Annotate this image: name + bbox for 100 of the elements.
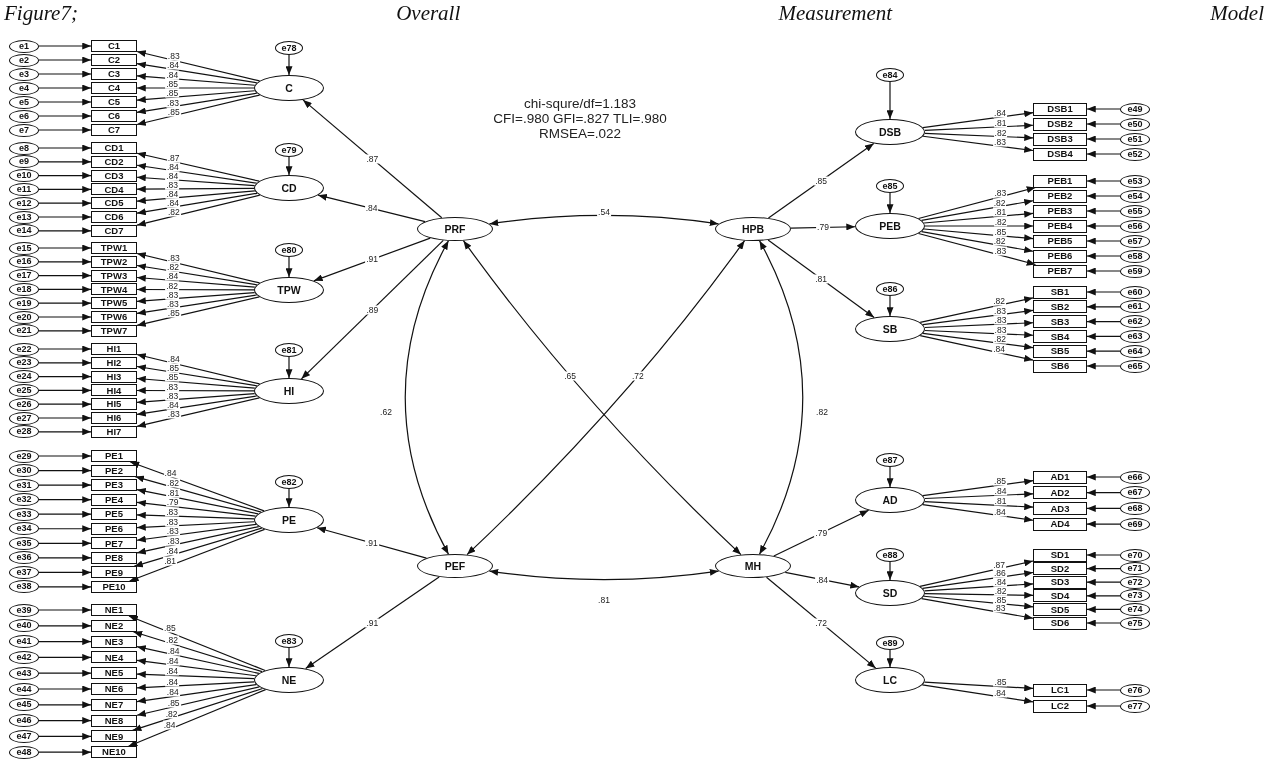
error-term-circle: e40 — [9, 619, 39, 633]
error-term-circle: e51 — [1120, 132, 1150, 146]
latent-variable-ellipse: LC — [855, 667, 925, 693]
error-term-circle: e23 — [9, 356, 39, 370]
edge-label: .85 — [166, 363, 180, 373]
indicator-box: CD7 — [91, 224, 137, 237]
error-term-circle: e32 — [9, 493, 39, 507]
error-term-circle: e46 — [9, 714, 39, 728]
indicator-box: AD4 — [1033, 517, 1087, 531]
edge-label: .79 — [165, 497, 180, 507]
latent-variable-ellipse: PEF — [417, 554, 493, 578]
arrow — [922, 135, 1034, 153]
edge-label: .85 — [165, 372, 180, 382]
error-term-circle: e63 — [1120, 329, 1150, 343]
indicator-box: SB3 — [1033, 315, 1087, 329]
indicator-box: SD3 — [1033, 575, 1087, 589]
fit-index-text: RMSEA=.022 — [537, 126, 623, 141]
arrow — [38, 452, 92, 460]
arrow — [1086, 332, 1121, 340]
error-term-circle: e71 — [1120, 562, 1150, 576]
indicator-box: DSB4 — [1033, 147, 1087, 161]
indicator-box: AD2 — [1033, 486, 1087, 500]
edge-label: .83 — [165, 517, 180, 527]
arrow — [285, 256, 293, 278]
arrow — [38, 669, 92, 677]
arrow — [136, 387, 255, 394]
arrow — [38, 386, 92, 394]
error-term-circle: e62 — [1120, 315, 1150, 329]
indicator-box: CD5 — [91, 197, 137, 210]
arrow — [1086, 578, 1121, 586]
edge-label: .72 — [630, 371, 645, 381]
edge-label: .84 — [166, 198, 180, 208]
edge-label: .54 — [597, 207, 611, 217]
edge-label: .83 — [993, 306, 1007, 316]
error-term-circle: e65 — [1120, 359, 1150, 373]
edge-label: .82 — [165, 635, 179, 645]
edge-label: .84 — [165, 171, 180, 181]
arrow — [38, 258, 92, 266]
arrow — [38, 428, 92, 436]
edge-label: .83 — [993, 315, 1008, 325]
error-term-circle: e43 — [9, 666, 39, 680]
indicator-box: C6 — [91, 110, 137, 122]
indicator-box: LC2 — [1033, 699, 1087, 713]
arrow — [136, 90, 256, 103]
arrow — [886, 466, 894, 488]
arrow — [38, 42, 92, 50]
arrow — [136, 151, 260, 182]
indicator-box: SD1 — [1033, 548, 1087, 562]
arrow — [922, 478, 1034, 497]
arrow — [38, 299, 92, 307]
error-term-circle: e18 — [9, 282, 39, 296]
arrow — [38, 359, 92, 367]
arrow — [1086, 120, 1121, 128]
arrow — [38, 244, 92, 252]
arrow — [38, 327, 92, 335]
indicator-box: PE3 — [91, 479, 137, 492]
arrow — [923, 228, 1034, 242]
indicator-box: CD2 — [91, 155, 137, 168]
latent-variable-ellipse: HPB — [715, 217, 791, 241]
latent-variable-ellipse: SD — [855, 580, 925, 606]
indicator-box: PEB3 — [1033, 204, 1087, 218]
error-term-circle: e52 — [1120, 147, 1150, 161]
arrow — [136, 292, 256, 305]
arrow — [917, 232, 1037, 266]
edge-label: .85 — [814, 176, 828, 186]
error-term-circle: e45 — [9, 698, 39, 712]
edge-label: .83 — [165, 382, 179, 392]
arrow — [38, 554, 92, 562]
error-term-circle: e8 — [9, 141, 39, 155]
error-term-circle: e27 — [9, 411, 39, 425]
indicator-box: C4 — [91, 82, 137, 94]
error-term-circle: e56 — [1120, 219, 1150, 233]
arrow — [136, 521, 255, 531]
indicator-box: SB1 — [1033, 285, 1087, 299]
arrow — [313, 237, 431, 282]
edge-label: .85 — [162, 623, 177, 633]
edge-label: .83 — [165, 391, 180, 401]
arrow — [1086, 551, 1121, 559]
error-term-circle: e86 — [876, 282, 904, 296]
indicator-box: PE4 — [91, 493, 137, 506]
edge-label: .82 — [164, 709, 179, 719]
arrow — [38, 701, 92, 709]
arrow — [765, 576, 877, 669]
arrow — [1086, 318, 1121, 326]
error-term-circle: e21 — [9, 324, 39, 338]
arrow — [1086, 222, 1121, 230]
indicator-box: SD5 — [1033, 602, 1087, 616]
edge-label: .81 — [597, 595, 611, 605]
latent-variable-ellipse: PE — [254, 507, 324, 533]
error-term-circle: e36 — [9, 551, 39, 565]
error-term-circle: e70 — [1120, 548, 1150, 562]
arrow — [136, 645, 260, 674]
edge-label: .85 — [993, 678, 1008, 687]
edge-label: .83 — [993, 188, 1008, 198]
indicator-box: TPW7 — [91, 324, 137, 337]
indicator-box: TPW2 — [91, 255, 137, 268]
arrow — [1086, 473, 1121, 481]
edge-label: .83 — [993, 137, 1007, 147]
arrow — [38, 227, 92, 235]
edge-label: .83 — [165, 290, 180, 300]
